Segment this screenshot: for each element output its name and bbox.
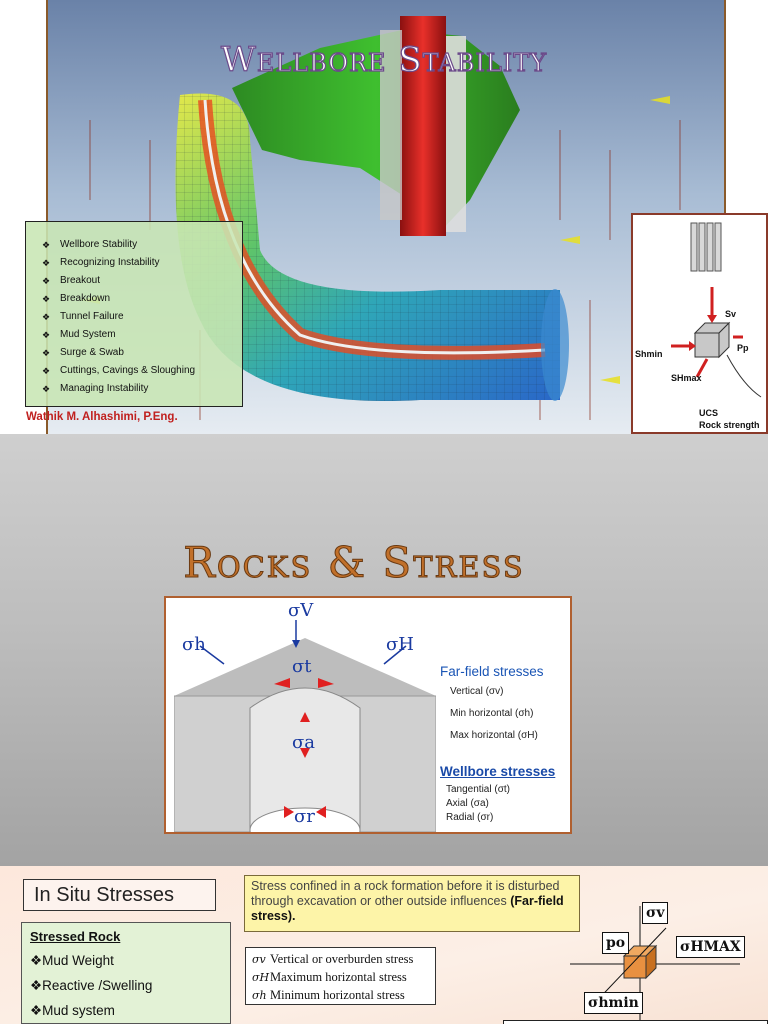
definition-text: Stress confined in a rock formation befo… [251, 879, 560, 908]
sigma-a-label: σa [292, 732, 316, 753]
far-field-item: Min horizontal (σh) [450, 708, 534, 719]
diamond-bullet-icon: ❖ [41, 312, 51, 322]
legend-row: σv Vertical or overburden stress [252, 950, 429, 968]
sigma-hmax-box: σHMAX [676, 936, 745, 958]
far-field-item: Vertical (σv) [450, 686, 504, 697]
wellbore-stresses-heading: Wellbore stresses [440, 764, 556, 779]
wellbore-item: Axial (σa) [446, 798, 489, 809]
legend-text: Minimum horizontal stress [270, 988, 405, 1002]
sigma-r-label: σr [294, 806, 315, 827]
rock-strength-label: Rock strength [699, 420, 760, 430]
sigma-h-min-label: σh [182, 634, 206, 655]
wellbore-item: Radial (σr) [446, 812, 494, 823]
bottom-box-edge [503, 1020, 768, 1024]
slide2-title: Rocks & Stress [183, 538, 525, 588]
topic-label: Surge & Swab [60, 347, 124, 358]
topic-label: Recognizing Instability [60, 257, 160, 268]
legend-text: Maximum horizontal stress [270, 970, 407, 984]
diamond-bullet-icon: ❖ [41, 240, 51, 250]
borehole-cross-section [174, 620, 436, 832]
pp-label: Pp [737, 343, 749, 353]
sigma-hmin-box: σhmin [584, 992, 643, 1014]
legend-row: σHMaximum horizontal stress [252, 968, 429, 986]
legend-symbol: σv [252, 953, 266, 966]
stress-cube-inset: Sv Pp Shmin SHmax UCS Rock strength [631, 213, 768, 434]
diamond-bullet-icon: ❖ [41, 384, 51, 394]
sigma-h-max-label: σH [386, 634, 414, 655]
topic-item: ❖ Tunnel Failure [32, 308, 236, 326]
far-field-item: Max horizontal (σH) [450, 730, 538, 741]
slide-wellbore-stability: Wellbore Stability ❖ Wellbore Stability ❖… [0, 0, 768, 434]
cube-icon [570, 906, 740, 1024]
stress-cube-diagram-small: σv po σHMAX σhmin [570, 898, 745, 1024]
topic-item: ❖ Breakout [32, 272, 236, 290]
ucs-label: UCS [699, 408, 719, 418]
wellbore-stress-figure: σV σh σH σt σa σr Far-field stresses Ver… [164, 596, 572, 834]
diamond-bullet-icon: ❖ [41, 294, 51, 304]
topic-label: Cuttings, Cavings & Sloughing [60, 365, 196, 376]
sigma-t-label: σt [292, 656, 312, 677]
diamond-bullet-icon: ❖ [41, 366, 51, 376]
topic-label: Wellbore Stability [60, 239, 138, 250]
wellbore-item: Tangential (σt) [446, 784, 510, 795]
topic-item: ❖ Surge & Swab [32, 344, 236, 362]
topic-label: Breakdown [60, 293, 111, 304]
stressed-rock-item: ❖Mud system [30, 1003, 115, 1018]
diamond-bullet-icon: ❖ [41, 330, 51, 340]
topic-item: ❖ Mud System [32, 326, 236, 344]
stressed-rock-box: Stressed Rock ❖Mud Weight ❖Reactive /Swe… [21, 922, 231, 1024]
topics-list-box: ❖ Wellbore Stability ❖ Recognizing Instabi… [25, 221, 243, 407]
stressed-rock-item: ❖Mud Weight [30, 953, 114, 968]
topic-label: Tunnel Failure [60, 311, 124, 322]
diamond-bullet-icon: ❖ [41, 348, 51, 358]
far-field-heading: Far-field stresses [440, 664, 544, 679]
topic-label: Mud System [60, 329, 116, 340]
po-box: po [602, 932, 630, 954]
author-credit: Wathik M. Alhashimi, P.Eng. [26, 411, 178, 423]
legend-symbol: σh [252, 989, 267, 1002]
stressed-rock-item: ❖Reactive /Swelling [30, 978, 153, 993]
topic-item: ❖ Cuttings, Cavings & Sloughing [32, 362, 236, 380]
shmin-label: Shmin [635, 349, 663, 359]
legend-symbol: σH [252, 971, 270, 984]
stress-cube-diagram [671, 222, 762, 398]
shmax-label: SHmax [671, 373, 702, 383]
slide-rocks-stress: Rocks & Stress σV σh σH σt σa σr Far-fie… [0, 434, 768, 866]
topic-item: ❖ Recognizing Instability [32, 254, 236, 272]
sigma-v-box: σv [642, 902, 669, 924]
definition-bold: (Far-field stress). [251, 894, 564, 923]
stressed-rock-heading: Stressed Rock [30, 929, 121, 944]
topic-label: Breakout [60, 275, 101, 286]
stress-legend: σv Vertical or overburden stress σHMaximu… [245, 947, 436, 1005]
sigma-v-label: σV [288, 600, 314, 621]
topic-label: Managing Instability [60, 383, 149, 394]
slide-in-situ-stresses: In Situ Stresses Stress confined in a ro… [0, 866, 768, 1024]
definition-box: Stress confined in a rock formation befo… [244, 875, 580, 932]
topic-item: ❖ Wellbore Stability [32, 236, 236, 254]
topic-item: ❖ Breakdown [32, 290, 236, 308]
legend-text: Vertical or overburden stress [270, 952, 414, 966]
slide1-title: Wellbore Stability [220, 39, 548, 80]
diamond-bullet-icon: ❖ [41, 258, 51, 268]
sv-label: Sv [725, 309, 737, 319]
topic-item: ❖ Managing Instability [32, 380, 236, 398]
diamond-bullet-icon: ❖ [41, 276, 51, 286]
slide3-title: In Situ Stresses [23, 879, 216, 911]
